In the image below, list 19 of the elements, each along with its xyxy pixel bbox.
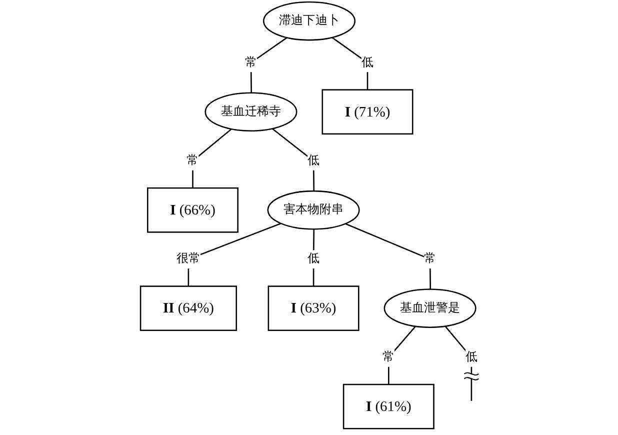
node-ellipse: 基血泄警是 (384, 288, 476, 328)
node-box: I (71%) (322, 89, 414, 135)
edge-label: 低 (361, 56, 374, 69)
edge-label: 常 (244, 56, 258, 69)
edge-label: 低 (465, 350, 478, 364)
edge-label: 低 (308, 252, 320, 266)
edge-label: 常 (186, 154, 199, 168)
node-box: I (63%) (268, 286, 360, 331)
edge-label: 低 (308, 154, 320, 168)
edge-label: 很常 (176, 252, 200, 266)
edge-label: 常 (382, 350, 395, 364)
node-ellipse: 基血迁稀寺 (204, 92, 298, 132)
node-box: I (61%) (342, 384, 434, 430)
edge-label: 常 (424, 252, 436, 266)
node-box: I (66%) (147, 187, 238, 233)
connector (330, 36, 368, 90)
node-box: II (64%) (140, 286, 237, 331)
node-ellipse: 滞迪下迪卜 (262, 1, 356, 41)
node-ellipse: 害本物附串 (267, 190, 360, 230)
